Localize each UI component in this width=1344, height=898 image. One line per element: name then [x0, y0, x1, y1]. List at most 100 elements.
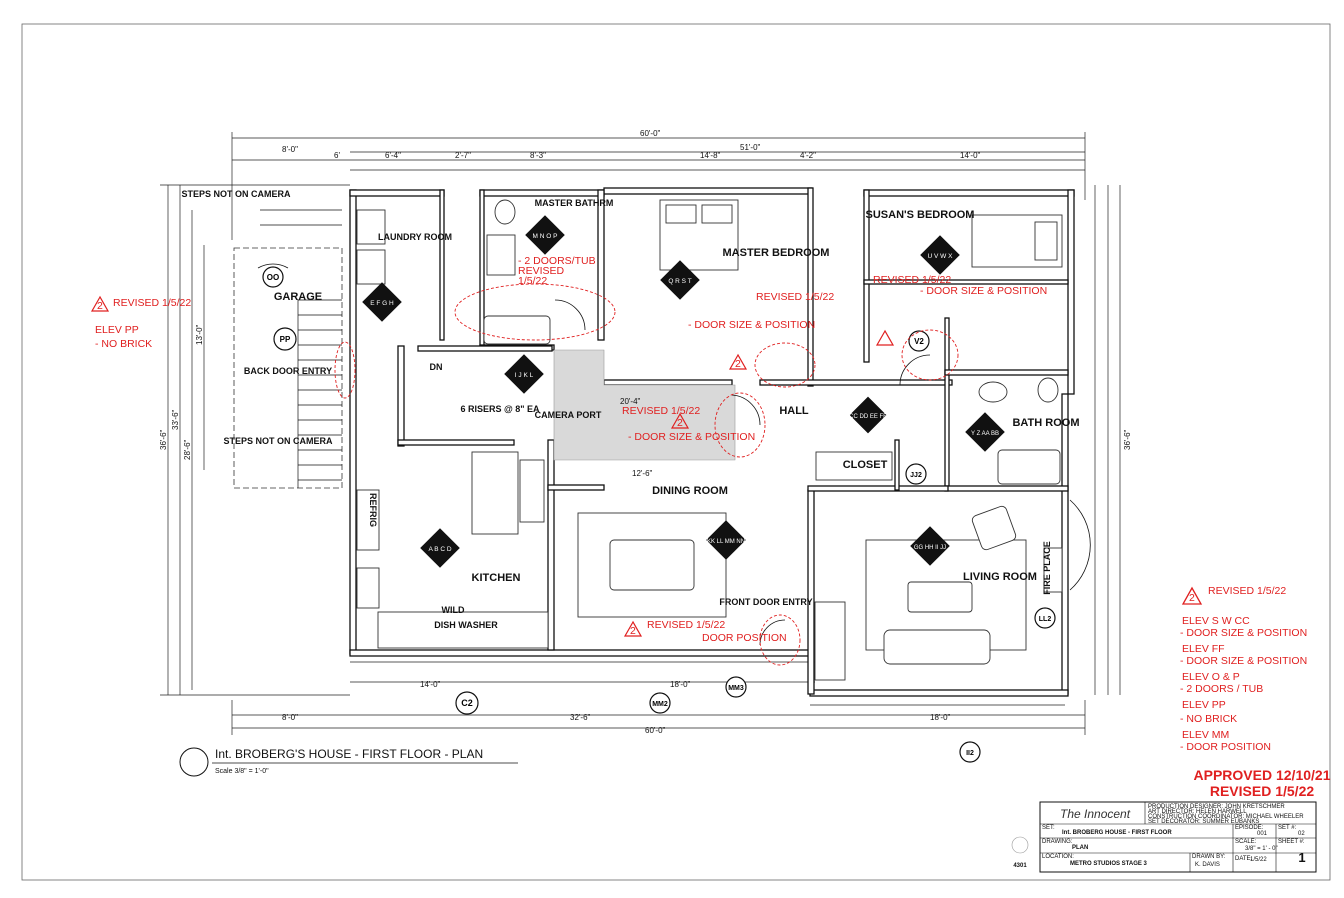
dim-overall-bottom: 60'-0": [645, 726, 666, 735]
kitchen-island: [471, 451, 519, 535]
bath-toilet: [1037, 377, 1059, 403]
closet-shelf: [815, 451, 893, 481]
revision-triangle-icon: [875, 329, 895, 346]
sheet-label: SHEET #:: [1278, 839, 1305, 845]
episode-label: EPISODE:: [1235, 825, 1264, 831]
view-markers: OO PP V2 JJ2 LL2 MM2 MM3 C2 II2: [262, 266, 1056, 763]
pillow: [665, 204, 697, 224]
revision-label: REVISED 1/5/22: [622, 405, 700, 417]
view-key-label: I J K L: [515, 372, 534, 379]
revision-triangle-icon: [623, 620, 643, 637]
garage-steps: [297, 299, 342, 488]
master-bedroom-label: MASTER BEDROOM: [723, 247, 830, 259]
view-key-diamond: [525, 215, 565, 255]
revision-label: REVISED 1/5/22: [647, 619, 725, 631]
approved-text: APPROVED 12/10/21: [1194, 767, 1331, 783]
revision-num: 2: [735, 358, 741, 370]
revision-num: 2: [630, 625, 636, 637]
dim-top-left: 8'-0": [282, 145, 298, 154]
view-key-label: GG HH II JJ: [914, 545, 946, 551]
set-label: SET:: [1042, 825, 1055, 831]
sofa: [883, 629, 991, 665]
toilet: [494, 199, 516, 225]
bath-tub: [997, 449, 1061, 485]
tub: [483, 315, 551, 345]
sheet-value: 1: [1298, 850, 1305, 865]
approval-stamp: APPROVED 12/10/21 REVISED 1/5/22: [1194, 767, 1331, 799]
view-key-diamond: [920, 235, 960, 275]
revision-note: DOOR POSITION: [702, 632, 787, 644]
dim-top-27: 2'-7": [455, 151, 471, 160]
dim-left-366: 36'-6": [159, 429, 168, 450]
revision-note-front: 2 REVISED 1/5/22 DOOR POSITION: [623, 619, 787, 644]
revision-line: - 2 DOORS/TUB: [518, 255, 596, 267]
fireplace: [1043, 547, 1063, 593]
dim-left-130: 13'-0": [195, 324, 204, 345]
dim-top-83: 8'-3": [530, 151, 546, 160]
revision-note: - DOOR SIZE & POSITION: [688, 319, 815, 331]
dim-overall-top2: 51'-0": [740, 143, 761, 152]
location-label: LOCATION:: [1042, 854, 1074, 860]
dishwasher-label: DISH WASHER: [434, 620, 498, 630]
view-marker: PP: [280, 335, 291, 344]
pillow: [1034, 221, 1058, 261]
kitchen-label: KITCHEN: [472, 572, 521, 584]
front-door-label: FRONT DOOR ENTRY: [719, 597, 812, 607]
revision-note-hall: 2 REVISED 1/5/22 - DOOR SIZE & POSITION: [622, 405, 755, 443]
revision-triangle-icon: [728, 353, 748, 370]
garage-label: GARAGE: [274, 291, 322, 303]
view-key-diamond: [504, 354, 544, 394]
revision-note: - DOOR SIZE & POSITION: [920, 285, 1047, 297]
furniture: [356, 199, 1063, 681]
plan-scale: Scale 3/8" = 1'-0": [215, 768, 269, 775]
title-block: The Innocent PRODUCTION DESIGNER: JOHN K…: [1011, 801, 1317, 873]
view-marker: MM3: [728, 685, 744, 692]
dining-table: [609, 539, 695, 591]
bath-sink: [978, 381, 1008, 403]
plan-title-circle: [179, 747, 209, 777]
revision-item-note: - DOOR POSITION: [1180, 741, 1271, 753]
revision-item-note: - DOOR SIZE & POSITION: [1180, 655, 1307, 667]
view-marker: JJ2: [910, 472, 922, 479]
revision-item-note: - 2 DOORS / TUB: [1180, 683, 1263, 695]
revision-item-note: - DOOR SIZE & POSITION: [1180, 627, 1307, 639]
revision-note-susan: REVISED 1/5/22 - DOOR SIZE & POSITION: [873, 274, 1047, 346]
location-value: METRO STUDIOS STAGE 3: [1070, 861, 1148, 867]
living-room-label: LIVING ROOM: [963, 571, 1037, 583]
washer: [356, 209, 386, 245]
refrig-label: REFRIG: [368, 493, 378, 527]
dim-hall: 20'-4": [620, 397, 641, 406]
view-marker: OO: [267, 273, 279, 282]
dim-bottom-140: 14'-0": [420, 680, 441, 689]
master-bath-label: MASTER BATHRM: [535, 198, 614, 208]
drawn-label: DRAWN BY:: [1192, 854, 1226, 860]
credit-line: ART DIRECTOR: HELEN HARWELL: [1148, 809, 1247, 815]
refrigerator: [356, 489, 380, 551]
top-dimensions: 60'-0" 51'-0" 8'-0" 6' 6'-4" 2'-7" 8'-3"…: [231, 129, 1086, 240]
scale-label: SCALE:: [1235, 839, 1257, 845]
revision-triangle-icon: [90, 295, 110, 312]
view-marker: V2: [914, 337, 924, 346]
plan-title-block: Int. BROBERG'S HOUSE - FIRST FLOOR - PLA…: [179, 747, 518, 777]
revision-num: 2: [677, 417, 683, 429]
view-key-label: E F G H: [370, 300, 394, 307]
bath-room-label: BATH ROOM: [1012, 417, 1079, 429]
wild-label: WILD: [442, 605, 465, 615]
dim-top-64: 6'-4": [385, 151, 401, 160]
island-seating: [519, 459, 545, 523]
dim-left-286: 28'-6": [183, 439, 192, 460]
view-key-diamond: [420, 528, 460, 568]
door-swings: [257, 263, 1091, 646]
closet-label: CLOSET: [843, 459, 888, 471]
piano: [814, 601, 846, 681]
view-key-label: Q R S T: [668, 278, 691, 285]
revision-note: - NO BRICK: [95, 338, 152, 350]
revision-note: - DOOR SIZE & POSITION: [628, 431, 755, 443]
revision-item-head: ELEV MM: [1182, 729, 1229, 741]
revision-note-bath: - 2 DOORS/TUB REVISED 1/5/22: [518, 255, 596, 287]
revision-label: REVISED 1/5/22: [113, 297, 191, 309]
risers-label: 6 RISERS @ 8" EA: [460, 404, 540, 414]
credit-line: CONSTRUCTION COORDINATOR: MICHAEL WHEELE…: [1148, 814, 1304, 820]
scale-value: 3/8" = 1' - 0": [1245, 846, 1278, 852]
